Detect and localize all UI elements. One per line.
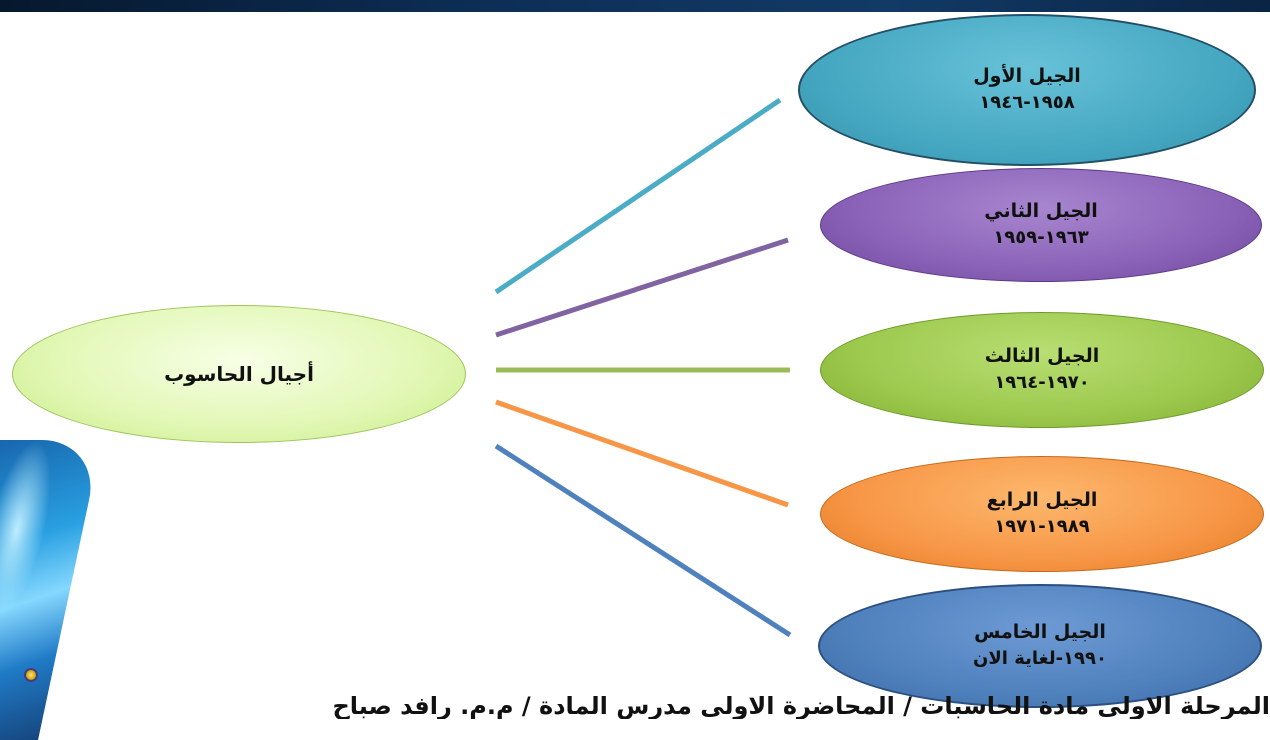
gen1-label: الجيل الأول: [973, 65, 1081, 87]
node-fourth-generation: الجيل الرابع ١٩٨٩-١٩٧١: [820, 456, 1264, 572]
node-fifth-generation: الجيل الخامس ١٩٩٠-لغاية الان: [818, 584, 1262, 708]
gen3-label: الجيل الثالث: [984, 345, 1100, 367]
connector-gen1: [494, 97, 782, 295]
connector-gen2: [495, 237, 789, 338]
connector-gen4: [495, 399, 789, 508]
node-first-generation: الجيل الأول ١٩٥٨-١٩٤٦: [798, 14, 1256, 166]
gen5-label: الجيل الخامس: [974, 621, 1106, 643]
connector-gen5: [494, 443, 792, 638]
node-third-generation: الجيل الثالث ١٩٧٠-١٩٦٤: [820, 312, 1264, 428]
footer-caption: المرحلة الاولى مادة الحاسبات / المحاضرة …: [332, 692, 1270, 719]
node-second-generation: الجيل الثاني ١٩٦٣-١٩٥٩: [820, 168, 1262, 282]
root-label: أجيال الحاسوب: [164, 362, 314, 386]
gen5-years: ١٩٩٠-لغاية الان: [973, 648, 1107, 669]
decorative-dot: [24, 668, 38, 682]
gen2-label: الجيل الثاني: [984, 200, 1098, 222]
top-decorative-band: [0, 0, 1270, 12]
gen2-years: ١٩٦٣-١٩٥٩: [993, 227, 1089, 248]
gen1-years: ١٩٥٨-١٩٤٦: [979, 92, 1075, 113]
gen3-years: ١٩٧٠-١٩٦٤: [994, 372, 1090, 393]
connector-lines: [494, 97, 792, 638]
gen4-years: ١٩٨٩-١٩٧١: [994, 516, 1090, 537]
gen4-label: الجيل الرابع: [986, 489, 1098, 511]
root-node-computer-generations: أجيال الحاسوب: [12, 305, 466, 443]
